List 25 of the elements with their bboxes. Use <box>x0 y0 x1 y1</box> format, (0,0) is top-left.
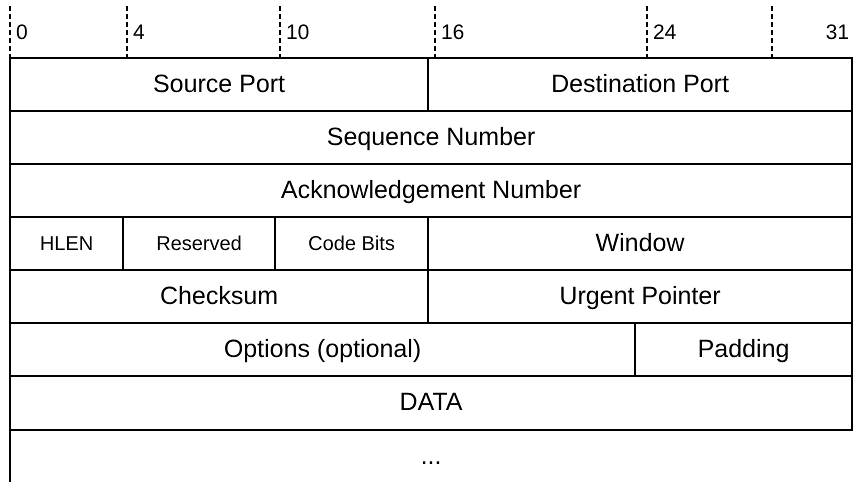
header-field <box>427 57 853 112</box>
field-label: ... <box>420 440 442 472</box>
field-label: Checksum <box>160 280 278 312</box>
field-label: Sequence Number <box>326 122 536 153</box>
bit-number: 16 <box>441 20 464 46</box>
bit-number: 10 <box>286 20 310 46</box>
header-field <box>9 110 853 165</box>
bit-number: 24 <box>653 20 676 46</box>
field-label: Options (optional) <box>224 334 422 365</box>
field-label: Reserved <box>156 232 242 256</box>
header-field <box>9 375 853 431</box>
field-label: Window <box>596 228 684 259</box>
field-label: Padding <box>698 334 790 365</box>
bit-number: 0 <box>16 20 28 46</box>
field-label: Source Port <box>152 68 285 100</box>
field-label: Urgent Pointer <box>559 280 721 312</box>
field-label: Code Bits <box>308 232 395 256</box>
header-field <box>9 57 429 112</box>
field-label: Acknowledgement Number <box>280 174 582 206</box>
field-label: DATA <box>400 387 462 418</box>
bit-number: 31 <box>826 20 849 46</box>
bit-number: 4 <box>133 20 145 46</box>
field-label: HLEN <box>40 232 94 256</box>
header-field <box>9 163 853 218</box>
field-label: Destination Port <box>551 68 729 100</box>
